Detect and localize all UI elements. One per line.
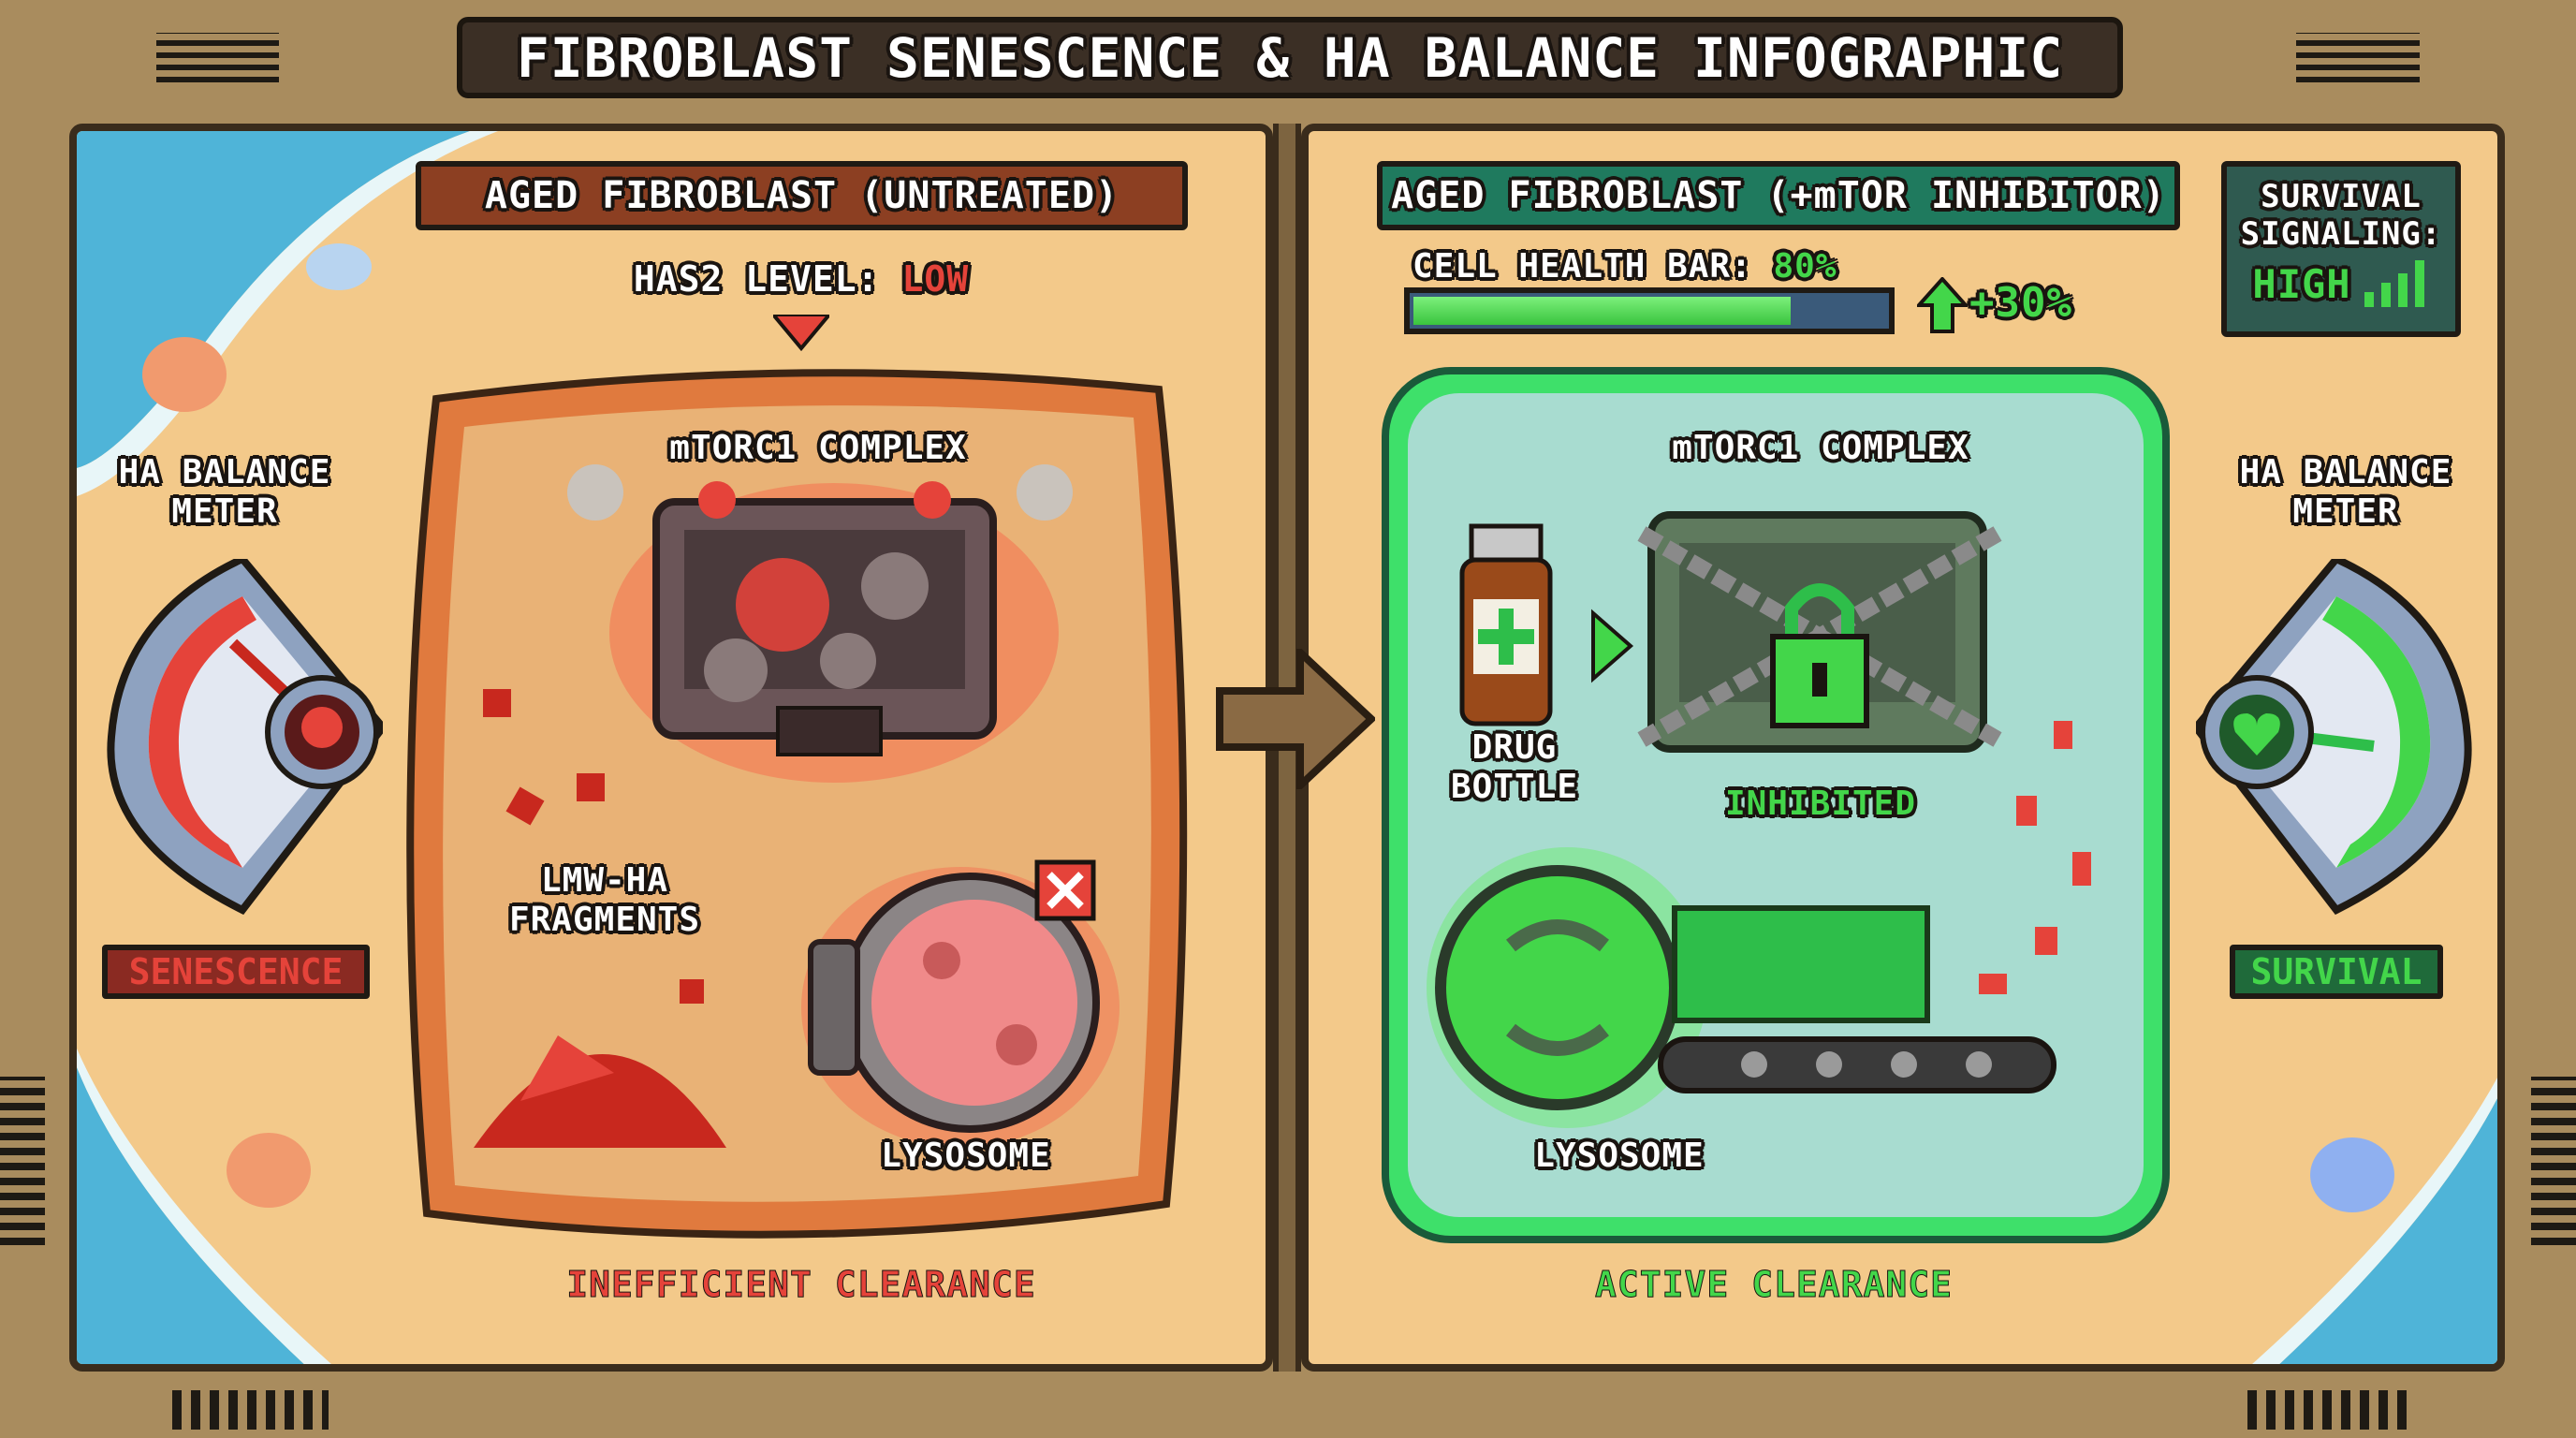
health-change: +30% [1969,279,2072,327]
has2-value: LOW [901,258,970,300]
right-clearance-status: ACTIVE CLEARANCE [1594,1264,1954,1306]
side-right-vent [2531,1077,2576,1245]
cell-health-text: CELL HEALTH BAR: [1412,247,1752,286]
seashell-icon [142,337,227,412]
left-header: AGED FIBROBLAST (UNTREATED) [416,161,1188,230]
inhibited-label: INHIBITED [1724,785,1917,823]
up-arrow-icon [1917,277,1968,333]
side-left-vent [0,1077,45,1245]
down-arrow-icon [773,315,829,352]
survival-signaling-value: HIGH [2252,261,2351,307]
treated-cell [1382,367,2170,1243]
seashell-icon [227,1133,311,1208]
signal-bars-icon [2364,260,2424,307]
right-beach-scene [2252,1078,2497,1364]
left-ha-balance-gauge [107,559,383,915]
seashell-icon [2310,1137,2394,1212]
lmw-ha-fragment-pile [474,689,726,1148]
has2-label: HAS2 LEVEL: [633,258,880,300]
bottom-right-vent [2247,1390,2407,1430]
left-lysosome-label: LYSOSOME [881,1137,1051,1175]
cell-health-value: 80% [1773,247,1837,286]
top-right-vent [2296,33,2420,82]
senescent-cell [406,369,1188,1239]
cell-health-label: CELL HEALTH BAR: 80% [1412,247,1837,286]
survival-signaling-box: SURVIVAL SIGNALING: HIGH [2221,161,2461,337]
mtorc1-machine-locked [1637,511,2002,753]
smoke-icon [567,464,1073,521]
left-meter-label: HA BALANCE METER [118,453,331,531]
left-complex-label: mTORC1 COMPLEX [669,429,967,467]
survival-signaling-label: SURVIVAL SIGNALING: [2240,178,2442,253]
lysosome-overloaded [801,867,1120,1148]
padlock-icon [1770,583,1869,728]
senescence-badge: SENESCENCE [102,945,370,999]
lysosome-active [1427,847,2056,1128]
cell-health-fill [1413,297,1792,325]
left-clearance-status: INEFFICIENT CLEARANCE [566,1264,1036,1306]
skull-icon [265,675,379,789]
survival-badge: SURVIVAL [2230,945,2443,999]
ha-fragment-particles [1979,721,2091,994]
play-arrow-icon [1591,609,1634,683]
right-complex-label: mTORC1 COMPLEX [1672,429,1969,467]
right-lysosome-label: LYSOSOME [1534,1137,1705,1175]
drug-bottle-label: DRUG BOTTLE [1450,728,1579,806]
left-beach-scene [77,131,498,1364]
cell-health-bar [1404,287,1895,334]
has2-level: HAS2 LEVEL: LOW [614,258,988,300]
lmw-ha-label: LMW-HA FRAGMENTS [508,861,701,939]
right-ha-balance-gauge [2196,559,2472,915]
error-x-icon [1034,859,1096,921]
top-left-vent [156,33,279,82]
drug-bottle-icon [1459,523,1553,726]
bottom-left-vent [172,1390,329,1430]
right-meter-label: HA BALANCE METER [2239,453,2452,531]
right-header: AGED FIBROBLAST (+mTOR INHIBITOR) [1377,161,2180,230]
mtorc1-machine-active [609,481,1059,783]
page-title: FIBROBLAST SENESCENCE & HA BALANCE INFOG… [516,25,2064,90]
title-bar: FIBROBLAST SENESCENCE & HA BALANCE INFOG… [457,17,2123,98]
heart-icon [2200,675,2314,789]
recycle-icon [1506,919,1609,1056]
conch-icon [306,243,372,290]
transition-arrow-icon [1216,649,1375,789]
